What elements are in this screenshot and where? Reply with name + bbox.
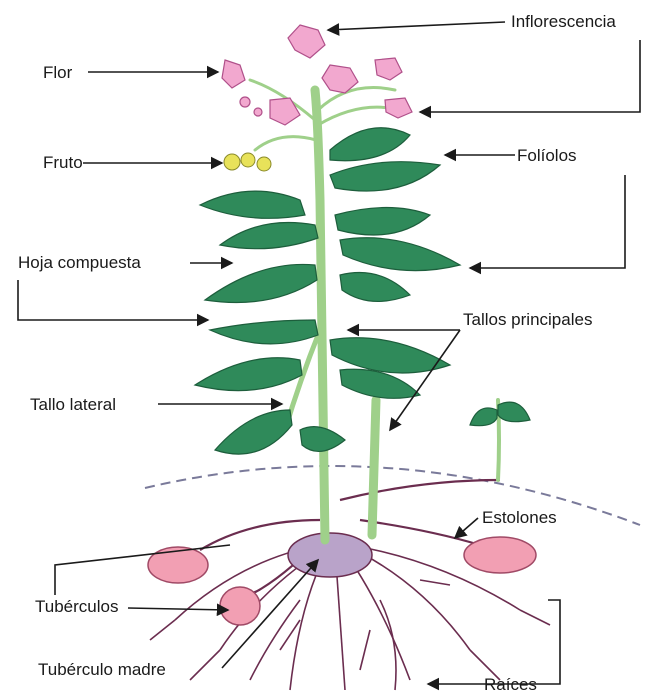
label-fruto: Fruto — [43, 153, 83, 172]
label-tallos-principales: Tallos principales — [463, 310, 592, 329]
leaves — [195, 128, 530, 454]
tuber-left — [148, 547, 208, 583]
tuber-middle — [220, 587, 260, 625]
fruits — [224, 153, 271, 171]
inflorescence-flower — [288, 25, 325, 58]
label-estolones: Estolones — [482, 508, 557, 527]
label-tallo-lateral: Tallo lateral — [30, 395, 116, 414]
flower-left — [222, 60, 245, 88]
soil-line — [145, 466, 640, 525]
label-raices: Raíces — [484, 675, 537, 693]
label-flor: Flor — [43, 63, 73, 82]
leader-lines — [18, 22, 640, 684]
mother-tuber-shape — [288, 533, 372, 577]
tuber-right — [464, 537, 536, 573]
label-inflorescencia: Inflorescencia — [511, 12, 616, 31]
label-foliolos: Folíolos — [517, 146, 577, 165]
label-tuberculo-madre: Tubérculo madre — [38, 660, 166, 679]
label-tuberculos: Tubérculos — [35, 597, 118, 616]
label-hoja-compuesta: Hoja compuesta — [18, 253, 141, 272]
